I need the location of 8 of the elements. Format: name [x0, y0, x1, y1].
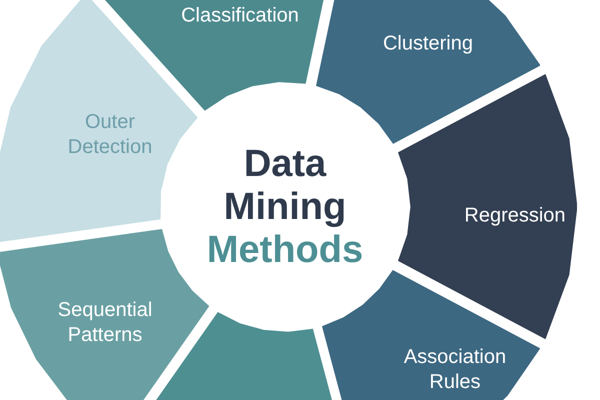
- segment-label: Regression: [463, 203, 567, 228]
- segment-label: Classification: [180, 4, 300, 28]
- title-text: Methods: [206, 228, 364, 272]
- segment-label: Outer Detection: [66, 110, 154, 160]
- segment-label: Association Rules: [402, 344, 508, 395]
- title-text: Data Mining: [222, 142, 348, 228]
- segment-label: Sequential Patterns: [56, 298, 154, 348]
- segment-label: Clustering: [382, 32, 474, 56]
